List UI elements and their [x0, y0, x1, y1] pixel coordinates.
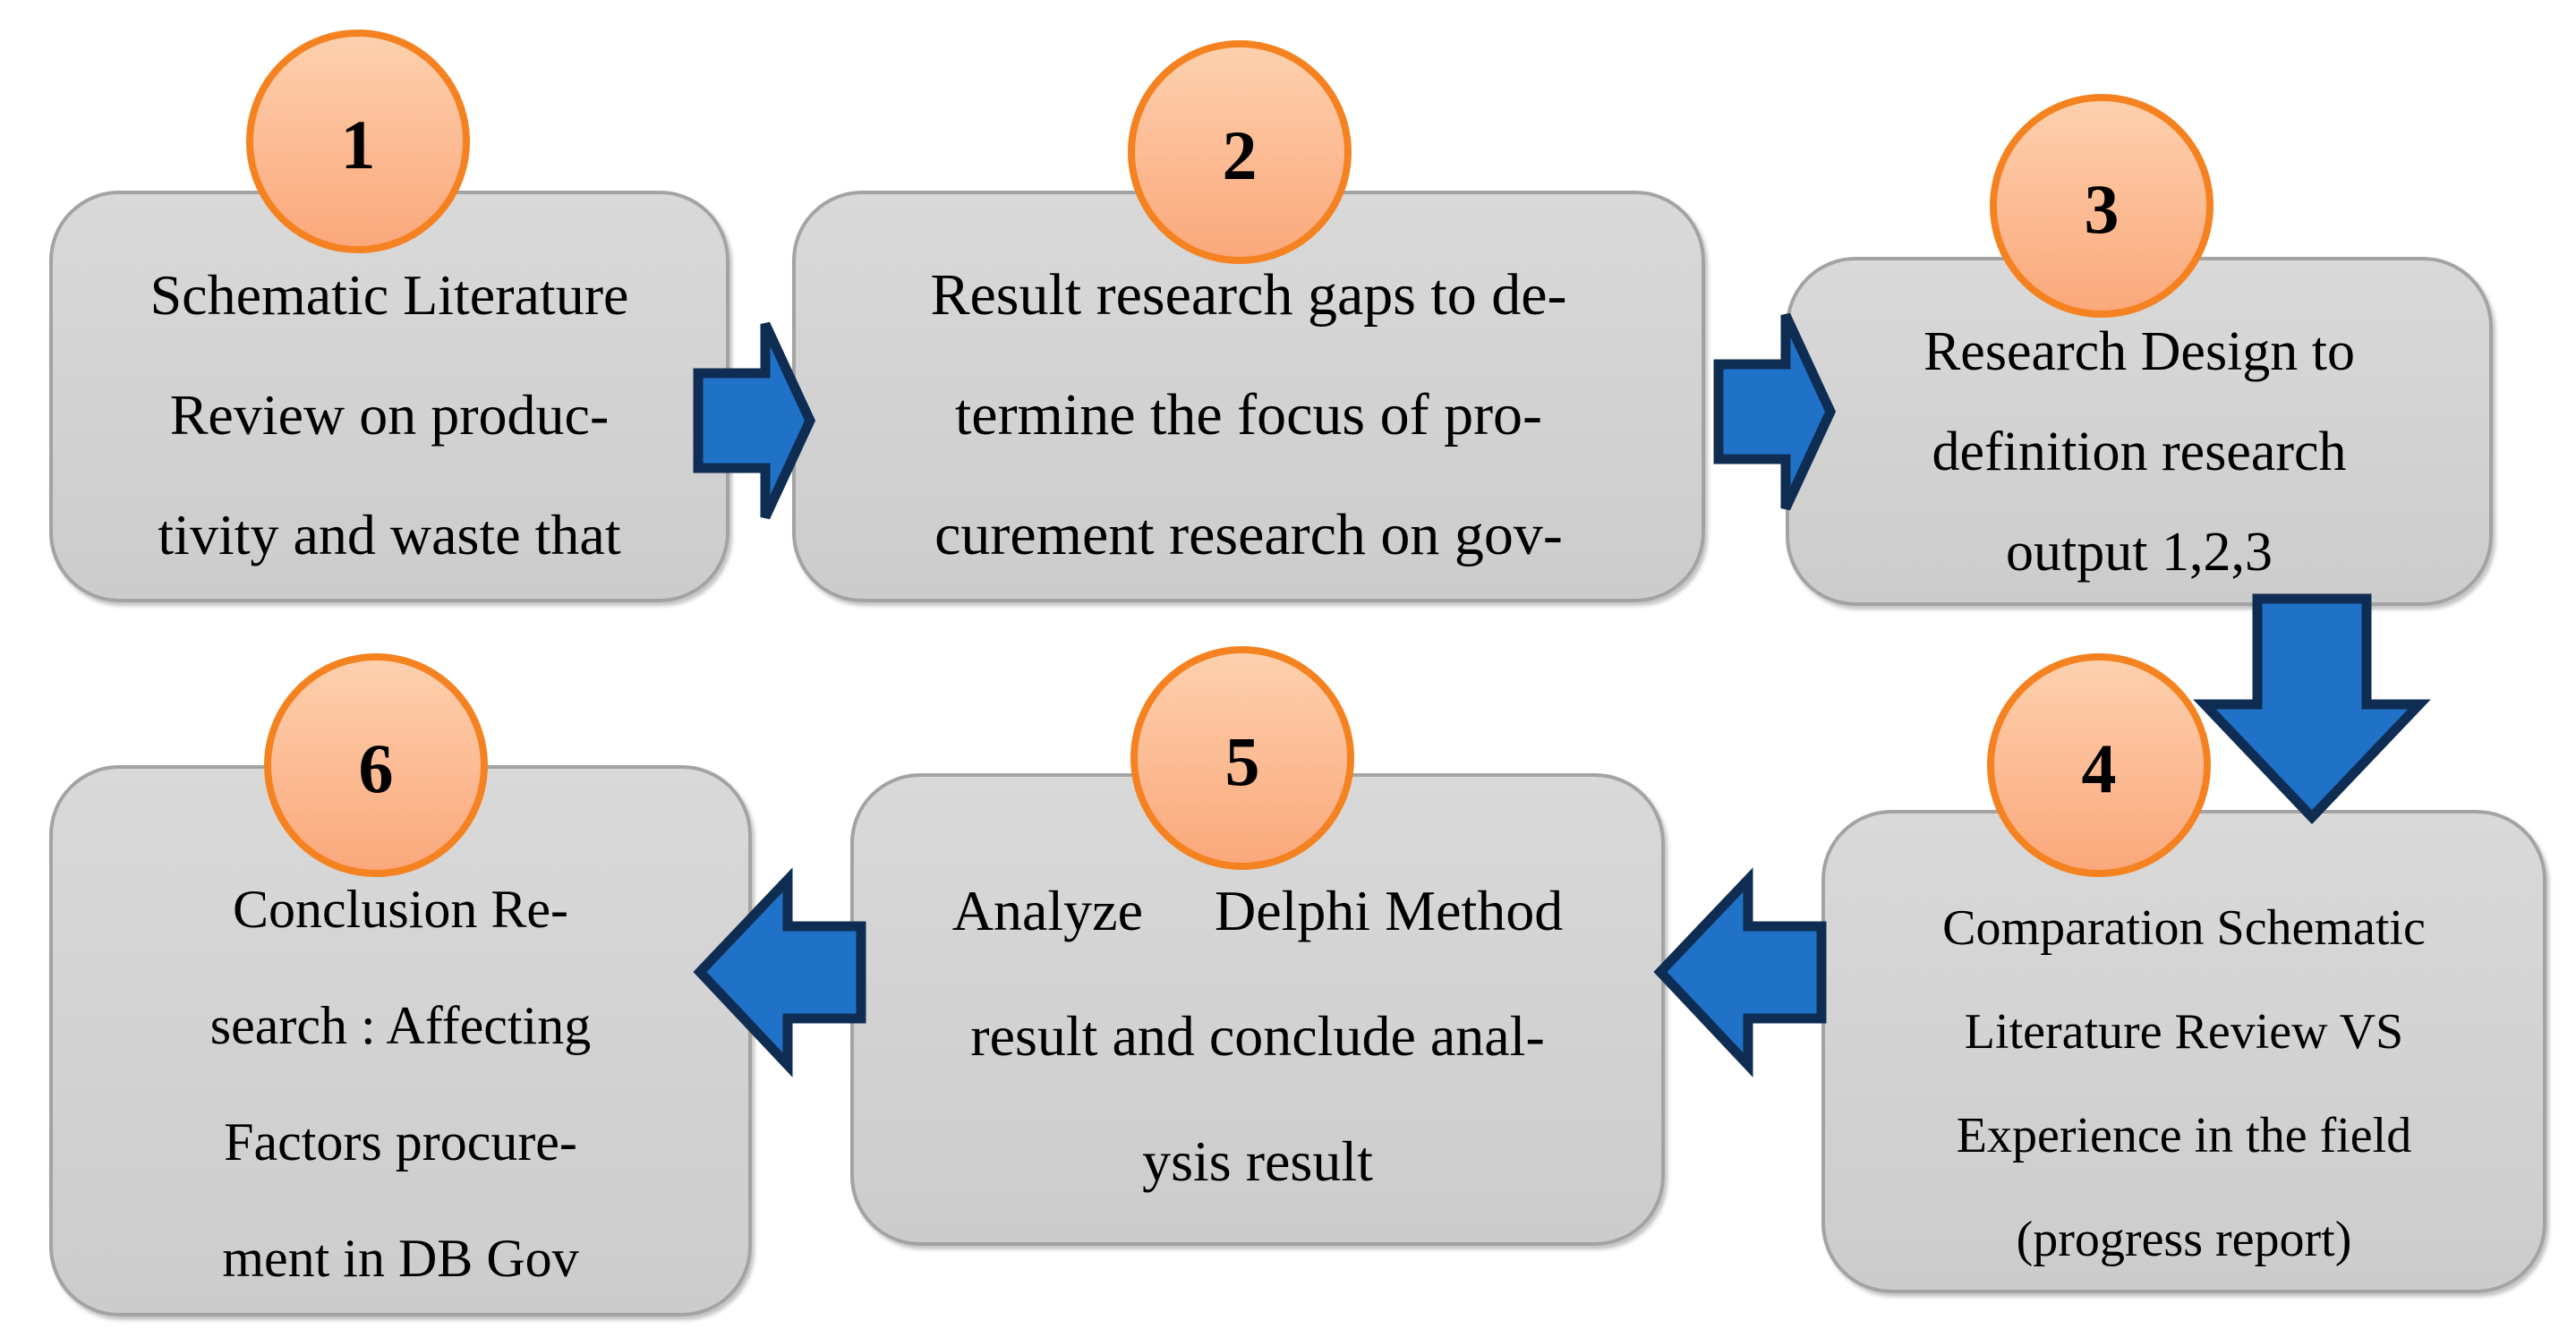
step-number: 4	[2081, 729, 2117, 807]
step-badge-6: 6	[264, 653, 488, 877]
step-number: 5	[1224, 722, 1260, 800]
step-number: 6	[358, 729, 394, 807]
text-line: Literature Review VS	[1964, 1004, 2404, 1060]
text-line: ysis result	[1142, 1129, 1373, 1193]
step-badge-1: 1	[246, 30, 470, 253]
text-line: Factors procure-	[224, 1112, 577, 1171]
text-line: Result research gaps to de-	[930, 262, 1567, 328]
text-line: output 1,2,3	[2006, 522, 2273, 583]
text-line: tivity and waste that	[158, 503, 621, 567]
step-number: 1	[340, 106, 376, 183]
text-line: (progress report)	[2016, 1212, 2352, 1267]
text-line: definition research	[1932, 422, 2347, 482]
text-line: termine the focus of pro-	[954, 382, 1543, 447]
step-badge-5: 5	[1130, 646, 1354, 870]
step-box-4: Comparation Schematic Literature Review …	[1821, 810, 2546, 1293]
text-line: result and conclude anal-	[970, 1004, 1545, 1068]
step-badge-4: 4	[1987, 653, 2211, 877]
step-box-1: Schematic Literature Review on produc- t…	[49, 191, 729, 602]
arrow-3-to-4-icon	[2193, 593, 2431, 824]
text-line: search : Affecting	[209, 996, 592, 1055]
text-line: Experience in the field	[1956, 1108, 2412, 1163]
step-number: 3	[2084, 170, 2120, 248]
arrow-5-to-6-icon	[693, 867, 866, 1078]
text-line: Research Design to	[1923, 321, 2356, 382]
step-badge-3: 3	[1990, 94, 2213, 318]
arrow-2-to-3-icon	[1713, 312, 1837, 511]
text-line: curement research on gov-	[934, 502, 1563, 567]
arrow-4-to-5-icon	[1653, 867, 1827, 1078]
step-number: 2	[1222, 116, 1258, 194]
text-line: Comparation Schematic	[1942, 900, 2426, 956]
text-line: ment in DB Gov	[222, 1229, 579, 1288]
text-line: Conclusion Re-	[233, 880, 568, 939]
text-line: Review on produc-	[169, 383, 610, 447]
arrow-1-to-2-icon	[693, 321, 816, 520]
text-line: Schematic Literature	[149, 263, 629, 327]
step-badge-2: 2	[1128, 40, 1352, 264]
text-line: Analyze Delphi Method	[951, 879, 1564, 942]
